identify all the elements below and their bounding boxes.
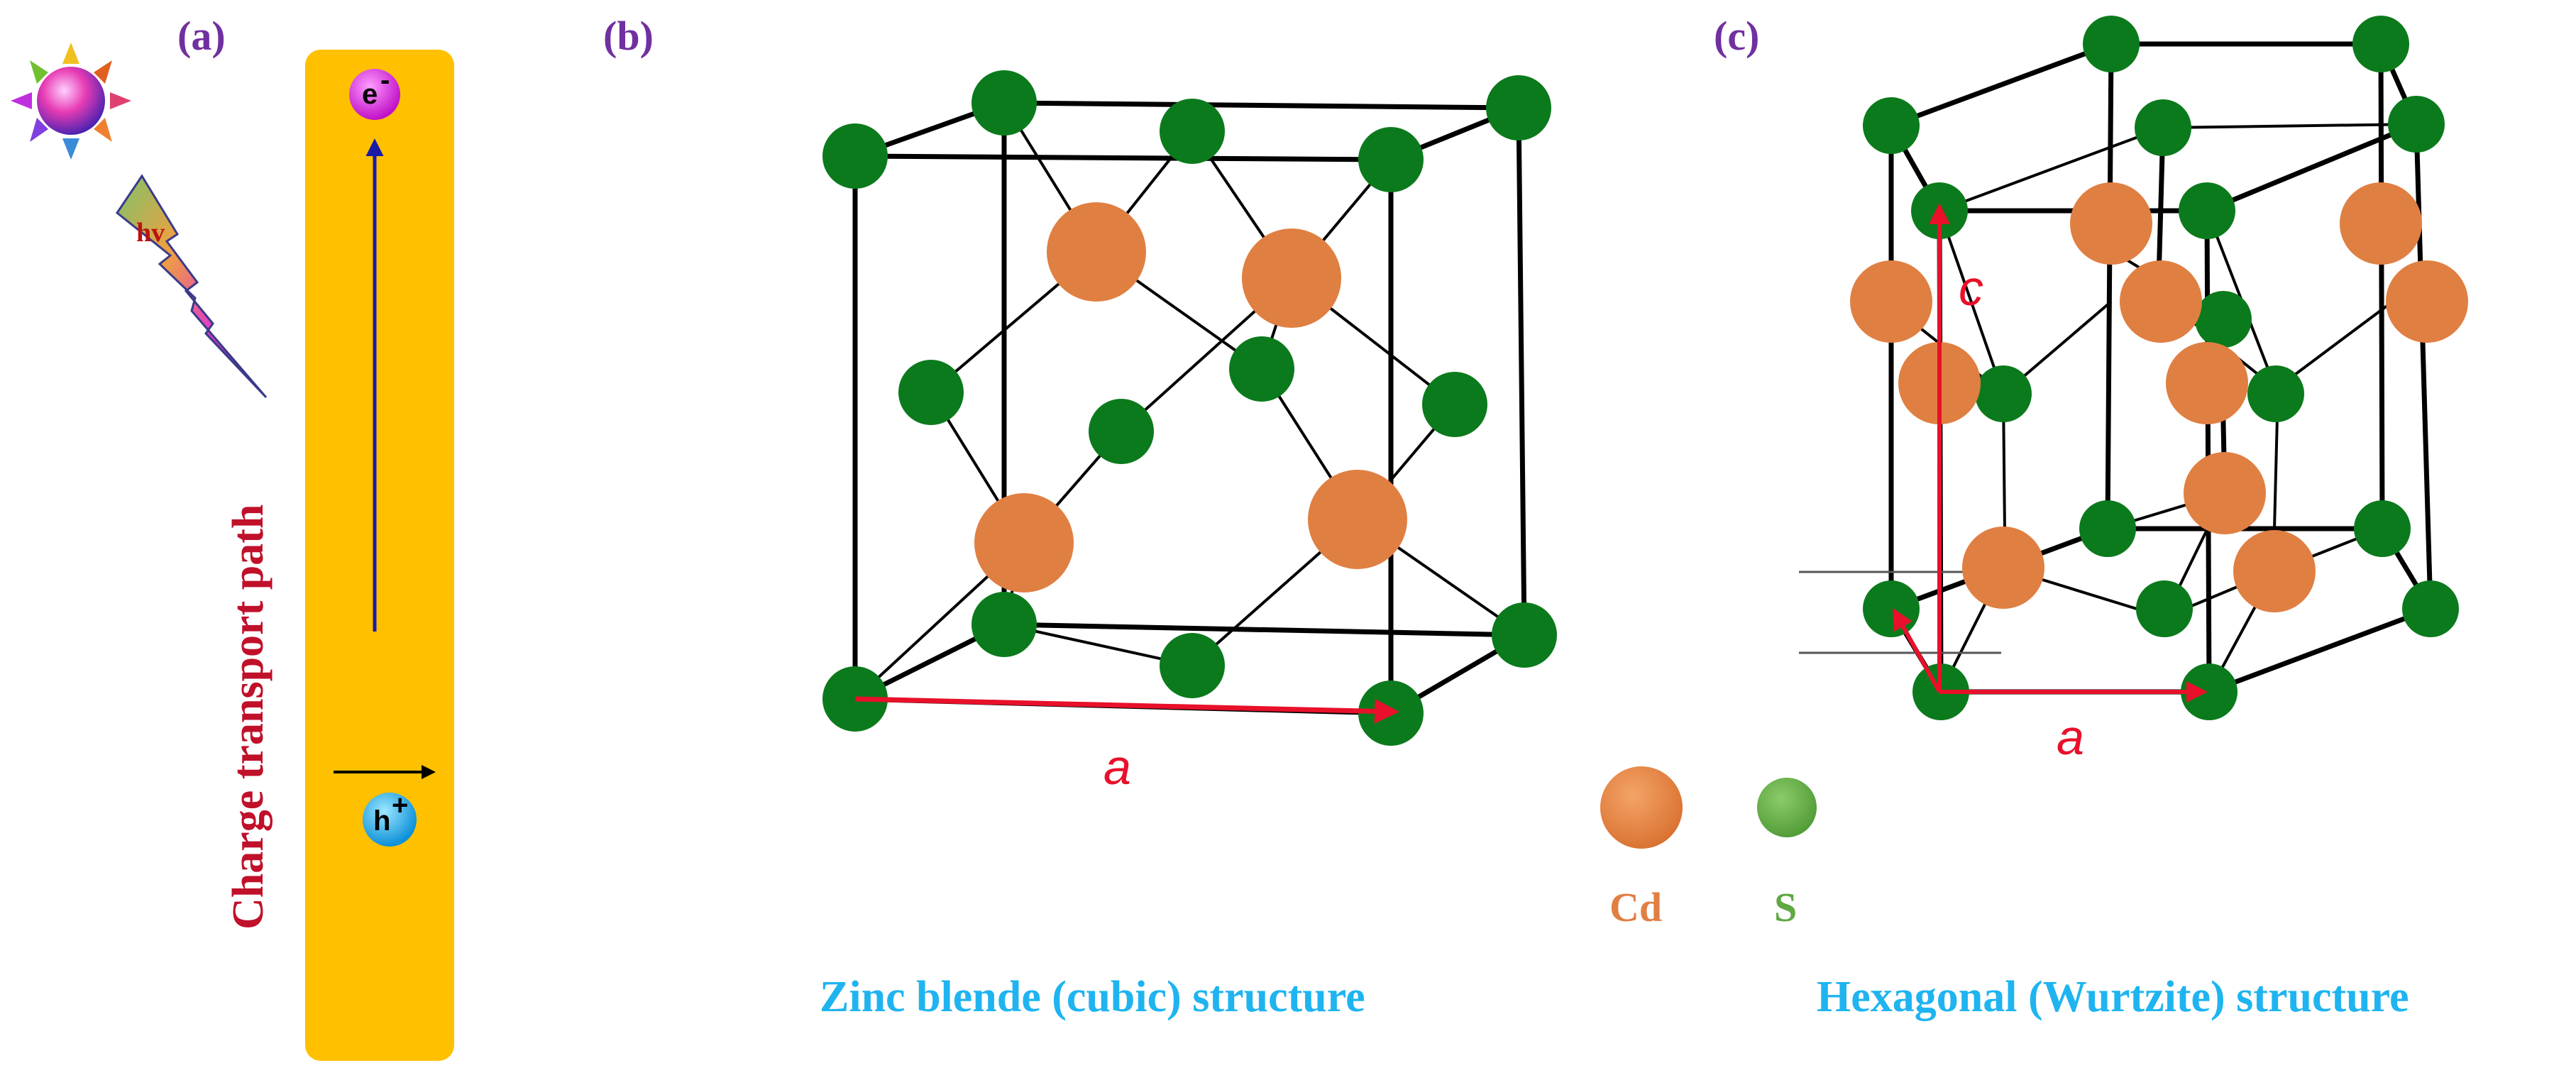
hole-sup: +	[392, 790, 408, 821]
lattice-vector-a2-arrow-hex	[1893, 607, 1942, 693]
lattice-param-c: c	[1959, 260, 1983, 316]
legend-s-swatch	[1757, 778, 1817, 837]
hole: h +	[363, 790, 417, 847]
photon-lightning-icon: hv	[115, 174, 268, 399]
conduction-band	[305, 50, 454, 1061]
panel-a: (a) hv Charge transport path e -	[11, 13, 454, 1061]
panel-b: (b)	[603, 13, 1557, 1021]
electron-label: e	[362, 79, 378, 110]
legend: Cd S	[1600, 766, 1817, 930]
panel-c: (c)	[1600, 13, 2468, 1021]
legend-cd-swatch	[1600, 766, 1683, 849]
panel-a-label: (a)	[177, 13, 226, 59]
panel-c-label: (c)	[1714, 13, 1759, 59]
panel-b-label: (b)	[603, 13, 654, 59]
charge-transport-label: Charge transport path	[224, 505, 273, 930]
zinc-blende-cell: a	[822, 70, 1557, 795]
wurtzite-cd-atoms	[1850, 182, 2468, 612]
sun-icon	[11, 43, 131, 160]
photon-label: hv	[136, 218, 165, 248]
zinc-blende-caption: Zinc blende (cubic) structure	[820, 973, 1365, 1021]
wurtzite-s-atoms	[1863, 16, 2459, 720]
s-atoms	[822, 70, 1557, 746]
electron: e -	[349, 65, 400, 120]
lattice-param-a: a	[1103, 739, 1131, 795]
wurtzite-cell: c a	[1799, 16, 2468, 765]
legend-s-label: S	[1774, 884, 1797, 930]
electron-sup: -	[380, 65, 390, 96]
wurtzite-caption: Hexagonal (Wurtzite) structure	[1817, 973, 2409, 1021]
lattice-vector-a-arrow	[854, 696, 1399, 724]
cd-atoms	[974, 202, 1407, 593]
hole-label: h	[373, 805, 390, 837]
lattice-param-a-hex: a	[2057, 710, 2084, 765]
legend-cd-label: Cd	[1609, 884, 1662, 930]
